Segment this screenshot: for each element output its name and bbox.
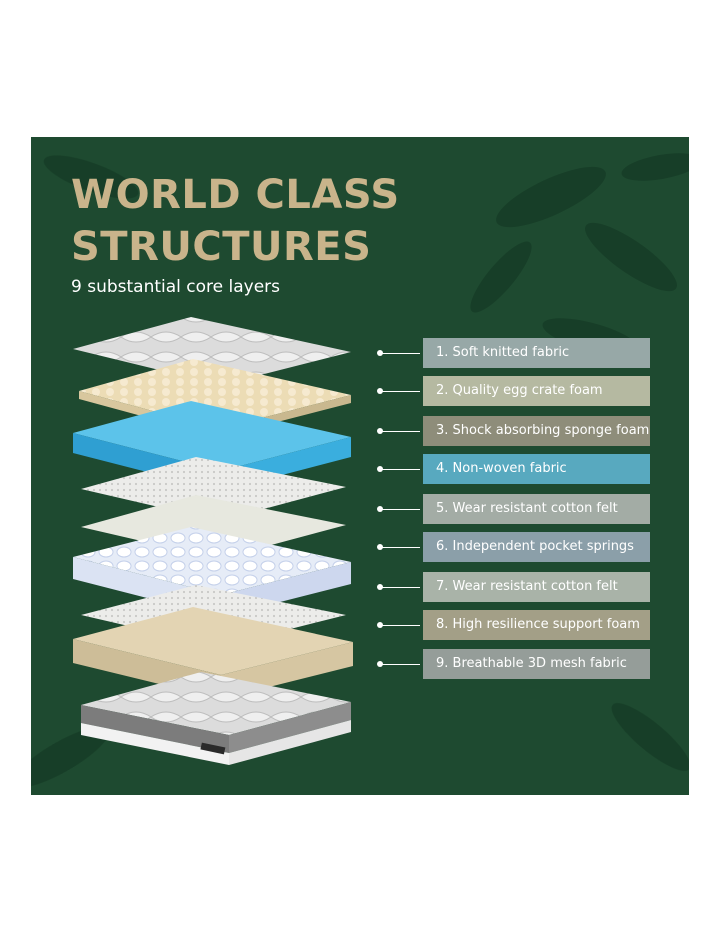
layer-label-4: 4. Non-woven fabric — [423, 454, 650, 484]
layer-row-9: 9. Breathable 3D mesh fabric — [371, 649, 661, 679]
layer-row-5: 5. Wear resistant cotton felt — [371, 494, 661, 524]
connector-line — [380, 430, 420, 432]
layer-9-mesh-fabric-mattress — [81, 672, 351, 765]
layer-label-7: 7. Wear resistant cotton felt — [423, 572, 650, 602]
layer-4-non-woven-fabric — [81, 457, 346, 521]
layer-row-7: 7. Wear resistant cotton felt — [371, 572, 661, 602]
connector-line — [380, 546, 420, 548]
connector-line — [380, 352, 420, 354]
subtitle: 9 substantial core layers — [71, 277, 281, 297]
layer-row-3: 3. Shock absorbing sponge foam — [371, 416, 661, 446]
layer-label-8: 8. High resilience support foam — [423, 610, 650, 640]
layer-row-8: 8. High resilience support foam — [371, 610, 661, 640]
leaf-background-decoration — [31, 153, 689, 788]
title-line-1: WORLD CLASS — [71, 172, 400, 218]
layer-label-2: 2. Quality egg crate foam — [423, 376, 650, 406]
layer-5-cotton-felt — [81, 495, 346, 559]
layer-label-5: 5. Wear resistant cotton felt — [423, 494, 650, 524]
connector-line — [380, 390, 420, 392]
title-line-2: STRUCTURES — [71, 224, 372, 270]
connector-line — [380, 468, 420, 470]
connector-line — [380, 586, 420, 588]
layer-label-1: 1. Soft knitted fabric — [423, 338, 650, 368]
layer-row-6: 6. Independent pocket springs — [371, 532, 661, 562]
layer-label-6: 6. Independent pocket springs — [423, 532, 650, 562]
layer-row-4: 4. Non-woven fabric — [371, 454, 661, 484]
layer-label-3: 3. Shock absorbing sponge foam — [423, 416, 650, 446]
layer-1-knitted-fabric — [73, 317, 351, 385]
connector-line — [380, 508, 420, 510]
connector-line — [380, 624, 420, 626]
mattress-layers-illustration — [73, 317, 353, 765]
connector-line — [380, 663, 420, 665]
layer-row-2: 2. Quality egg crate foam — [371, 376, 661, 406]
feature-panel: WORLD CLASS STRUCTURES 9 substantial cor… — [31, 137, 689, 795]
layer-row-1: 1. Soft knitted fabric — [371, 338, 661, 368]
layer-label-9: 9. Breathable 3D mesh fabric — [423, 649, 650, 679]
